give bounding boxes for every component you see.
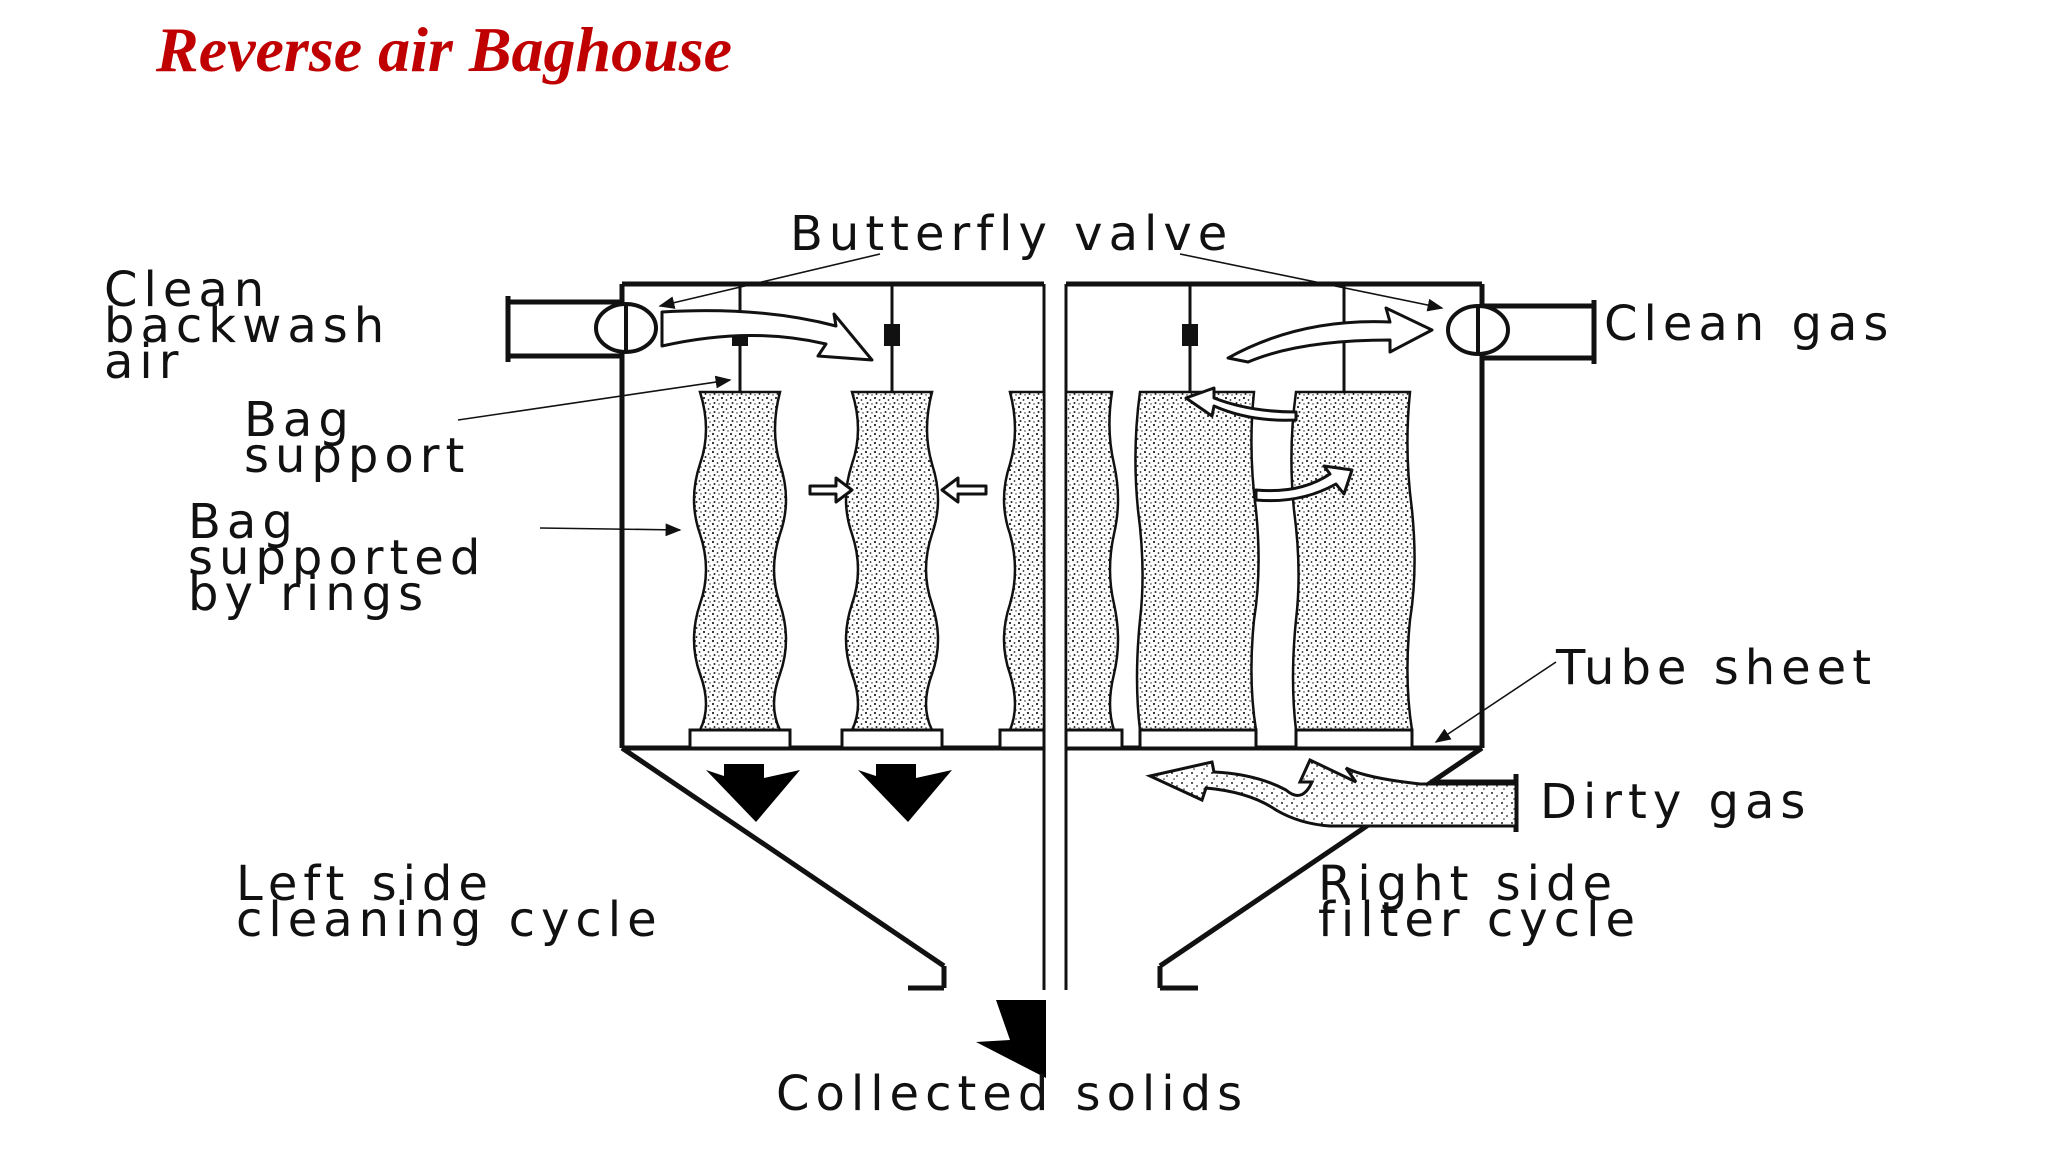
label-bag-support-1: Bag — [244, 392, 355, 448]
label-clean-backwash-air-1: Clean — [104, 262, 270, 318]
label-tube-sheet: Tube sheet — [1555, 640, 1877, 696]
filter-bag — [692, 390, 788, 732]
dust-fall-arrows — [706, 764, 1046, 1078]
label-bag-rings-2: supported — [188, 530, 486, 586]
bag-supports — [732, 284, 1346, 392]
label-clean-gas: Clean gas — [1604, 296, 1894, 352]
leader-lines — [457, 253, 1557, 743]
backwash-air-duct — [505, 296, 622, 362]
label-left-side-1: Left side — [236, 856, 494, 912]
inward-collapse-arrows — [808, 476, 988, 504]
butterfly-valve-left — [594, 302, 658, 354]
label-right-side-1: Right side — [1318, 856, 1618, 912]
dirty-gas-flow-arrow — [1145, 757, 1518, 828]
label-right-side-2: filter cycle — [1318, 892, 1641, 948]
label-collected-solids: Collected solids — [776, 1066, 1248, 1122]
label-clean-backwash-air-2: backwash — [104, 298, 390, 354]
label-bag-rings-3: by rings — [188, 566, 429, 622]
filter-bag — [844, 390, 940, 732]
filter-bag — [1290, 390, 1416, 732]
gas-through-bag-arrows — [1184, 386, 1354, 503]
filter-bag — [1002, 390, 1046, 732]
filter-bag — [1134, 390, 1260, 732]
label-dirty-gas: Dirty gas — [1540, 774, 1811, 830]
filter-bag — [1064, 390, 1120, 732]
backwash-flow-arrow — [660, 309, 874, 362]
slide-title: Reverse air Baghouse — [156, 14, 732, 85]
filter-bags — [692, 390, 1416, 732]
clean-gas-flow-arrow — [1226, 306, 1434, 364]
label-clean-backwash-air-3: air — [104, 334, 184, 390]
butterfly-valve-right — [1446, 304, 1510, 356]
label-butterfly-valve: Butterfly valve — [790, 206, 1233, 262]
label-bag-rings-1: Bag — [188, 494, 299, 550]
label-bag-support-2: support — [244, 428, 470, 484]
tube-sheet-thimbles — [688, 728, 1414, 750]
left-housing — [619, 281, 1046, 991]
clean-gas-duct — [1482, 300, 1597, 364]
label-left-side-2: cleaning cycle — [236, 892, 663, 948]
